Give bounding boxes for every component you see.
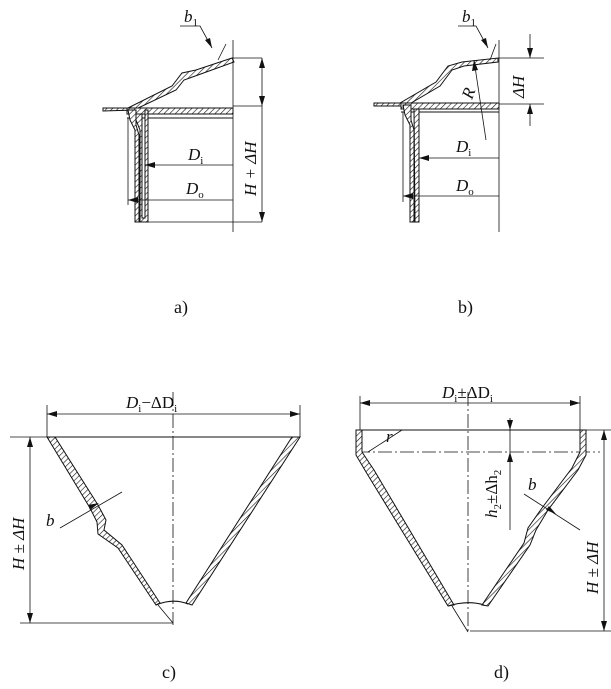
cone-right-c [185, 436, 301, 606]
lid-profile-a [102, 57, 235, 112]
caption-a: a) [174, 297, 188, 318]
label-top-d: D [441, 383, 455, 402]
svg-text:Di−ΔDi: Di−ΔDi [125, 393, 177, 415]
label-do-b: D [455, 176, 469, 195]
svg-text:Di: Di [455, 137, 471, 159]
cone-left-d [355, 429, 455, 607]
label-dh-b: ΔH [509, 74, 528, 99]
label-di-a: D [187, 145, 201, 164]
panel-a: H + ΔH Di Do b1 a) [102, 7, 265, 318]
cone-right-d [481, 429, 587, 607]
label-di-b: D [455, 137, 469, 156]
svg-text:b1: b1 [184, 7, 198, 29]
wall-a [135, 109, 149, 223]
label-b-d: b [528, 475, 537, 494]
label-b1-a: b [184, 7, 193, 26]
caption-d: d) [494, 662, 509, 683]
label-r-b: R [458, 85, 480, 103]
caption-c: c) [162, 662, 176, 683]
label-r-d: r [386, 427, 393, 446]
caption-b: b) [458, 297, 473, 318]
label-top-c: D [125, 393, 139, 412]
label-b1-b: b [462, 7, 471, 26]
svg-text:Di±ΔDi: Di±ΔDi [441, 383, 493, 405]
svg-text:Do: Do [185, 179, 204, 201]
label-height-c: H ± ΔH [9, 516, 28, 571]
panel-c: Di−ΔDi H ± ΔH b c) [9, 392, 301, 683]
label-height-d: H ± ΔH [583, 540, 602, 595]
cone-left-c [46, 436, 161, 606]
label-do-a: D [185, 179, 199, 198]
svg-text:Di: Di [187, 145, 203, 167]
panel-b: ΔH R Di Do b1 b) [373, 7, 544, 318]
lid-profile-b [373, 57, 499, 107]
svg-text:h2±Δh2: h2±Δh2 [482, 470, 504, 518]
label-h2-d: h [482, 510, 501, 519]
label-b-c: b [46, 511, 55, 530]
panel-d: Di±ΔDi r h2±Δh2 b H ± ΔH d) [355, 383, 611, 683]
label-height-a: H + ΔH [241, 140, 260, 197]
rim-block-a [126, 107, 234, 115]
svg-text:b1: b1 [462, 7, 476, 29]
svg-text:Do: Do [455, 176, 474, 198]
